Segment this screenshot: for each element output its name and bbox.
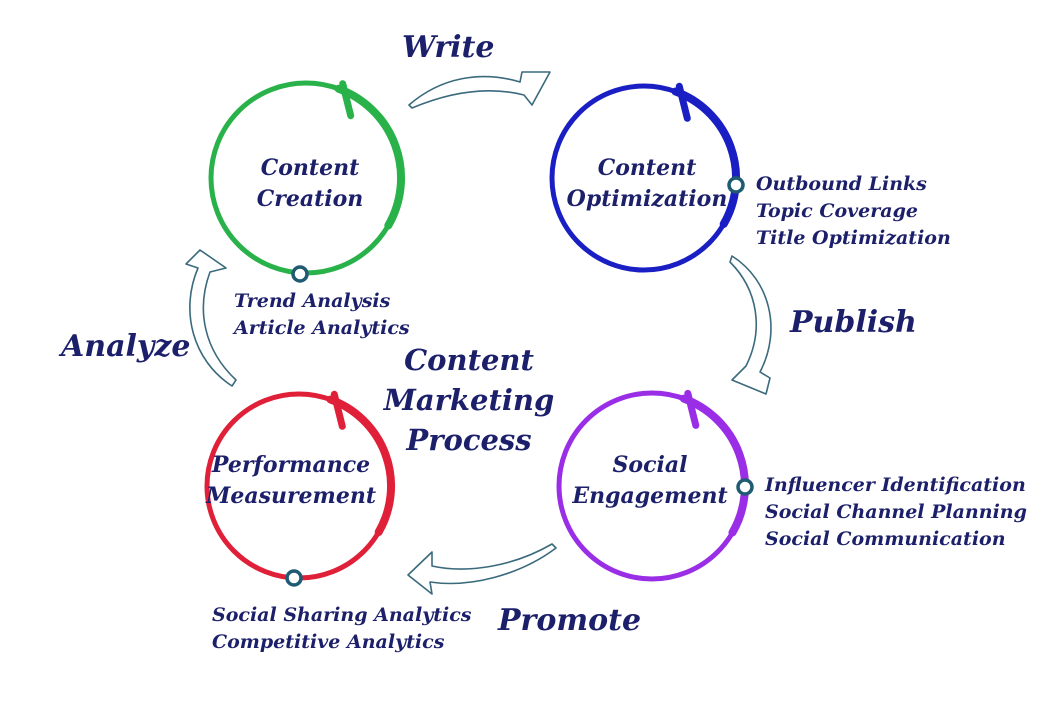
stage-label-performance-measurement: Performance Measurement (181, 450, 401, 512)
arrow-publish (729, 255, 772, 395)
step-label-write: Write (402, 30, 495, 65)
stage-label-line: Content (260, 155, 360, 181)
center-title-line-1: Content (404, 343, 534, 377)
stage-circle-accent (326, 395, 396, 536)
connector-dot (285, 569, 303, 587)
detail-item: Social Communication (765, 528, 1006, 550)
center-title-line-2: Marketing (383, 383, 555, 417)
details-content-optimization: Outbound Links Topic Coverage Title Opti… (756, 171, 951, 252)
detail-item: Trend Analysis (234, 290, 391, 312)
stage-label-line: Creation (256, 186, 364, 212)
stage-label-content-optimization: Content Optimization (537, 153, 757, 215)
stage-label-content-creation: Content Creation (200, 153, 420, 215)
detail-item: Title Optimization (756, 227, 951, 249)
stage-label-line: Content (597, 155, 697, 181)
connector-dot (736, 478, 754, 496)
connector-dot (291, 265, 309, 283)
center-title-line-3: Process (406, 423, 532, 457)
stage-label-line: Optimization (566, 186, 728, 212)
stage-circle-accent (334, 84, 406, 230)
detail-item: Topic Coverage (756, 200, 918, 222)
details-social-engagement: Influencer Identification Social Channel… (765, 472, 1027, 553)
details-performance-measurement: Social Sharing Analytics Competitive Ana… (212, 602, 472, 656)
detail-item: Social Sharing Analytics (212, 604, 472, 626)
center-title: Content Marketing Process (339, 340, 599, 460)
stage-circle-tail (339, 80, 355, 120)
stage-circle-tail (684, 389, 700, 429)
stage-circle-tail (675, 82, 691, 122)
stage-circle-accent (671, 87, 741, 228)
stage-circle-tail (330, 390, 346, 430)
arrow-analyze (185, 249, 237, 387)
stage-label-line: Performance (211, 452, 371, 478)
stage-label-line: Social (612, 452, 688, 478)
detail-item: Social Channel Planning (765, 501, 1027, 523)
step-label-analyze: Analyze (61, 329, 191, 364)
arrow-write (408, 71, 551, 109)
detail-item: Article Analytics (234, 317, 410, 339)
details-content-creation: Trend Analysis Article Analytics (234, 288, 410, 342)
stage-label-social-engagement: Social Engagement (540, 450, 760, 512)
step-label-promote: Promote (498, 603, 642, 638)
detail-item: Influencer Identification (765, 474, 1026, 496)
stage-label-line: Engagement (572, 483, 728, 509)
detail-item: Outbound Links (756, 173, 927, 195)
step-label-publish: Publish (790, 305, 917, 340)
stage-circle-accent (679, 394, 749, 537)
stage-label-line: Measurement (205, 483, 376, 509)
connector-dot (727, 176, 745, 194)
arrow-promote (407, 543, 557, 595)
detail-item: Competitive Analytics (212, 631, 445, 653)
